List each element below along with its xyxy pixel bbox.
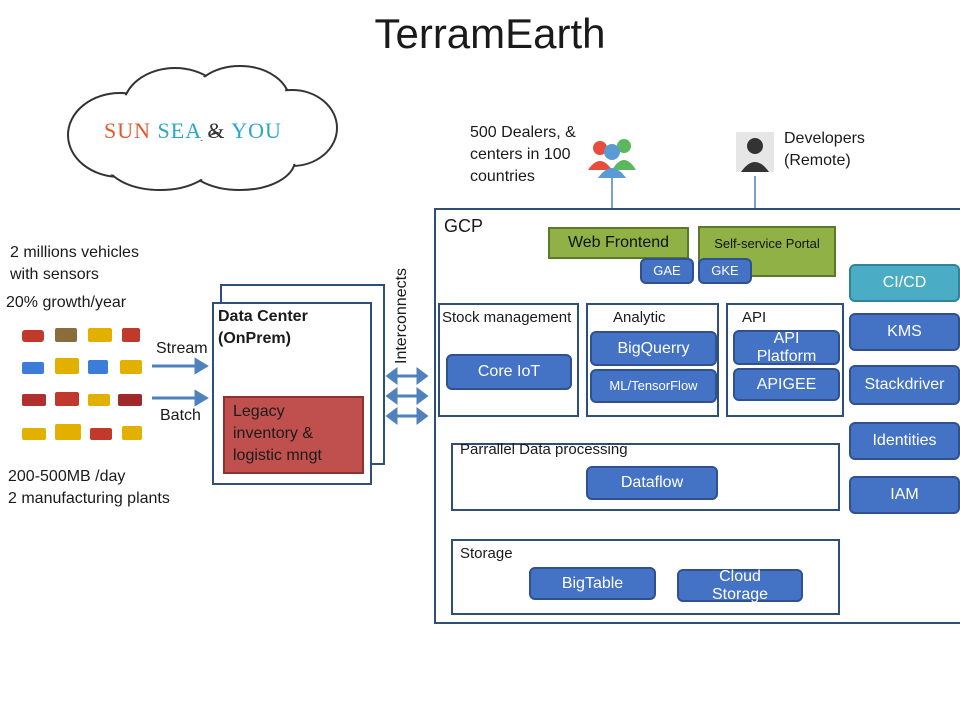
developers-text: Developers (Remote): [784, 128, 865, 172]
logo-word-sea: SEA: [157, 118, 201, 143]
datacenter-title: Data Center (OnPrem): [218, 306, 308, 350]
gae-badge: GAE: [640, 258, 694, 284]
dealers-line1: 500 Dealers, &: [470, 124, 576, 141]
apigee-box: APIGEE: [733, 368, 840, 401]
api-platform-box: API Platform: [733, 330, 840, 365]
batch-label: Batch: [160, 407, 201, 424]
page-title: TerramEarth: [374, 10, 606, 57]
dealers-line3: countries: [470, 168, 535, 185]
logo-ampersand: &: [207, 118, 226, 143]
parallel-processing-title: Parrallel Data processing: [460, 441, 628, 458]
gcp-label: GCP: [444, 216, 484, 236]
cicd-box: CI/CD: [849, 264, 960, 302]
logo-text: SUN SEA & YOU: [104, 118, 282, 144]
kms-box: KMS: [849, 313, 960, 351]
logo-word-you: YOU: [231, 118, 282, 143]
datacenter-title-line2: (OnPrem): [218, 330, 291, 347]
datacenter-box: Data Center (OnPrem) Legacy inventory & …: [212, 302, 372, 485]
analytic-title: Analytic: [613, 309, 666, 326]
vehicles-line2: with sensors: [10, 266, 99, 283]
dealers-text: 500 Dealers, & centers in 100 countries: [470, 122, 576, 188]
developers-line2: (Remote): [784, 152, 851, 169]
cloud-storage-line1: Cloud: [719, 567, 761, 585]
vehicle-icons: [22, 328, 142, 440]
developer-icon: [736, 132, 774, 172]
gke-badge: GKE: [698, 258, 752, 284]
ml-tensorflow-box: ML/TensorFlow: [590, 369, 717, 403]
cloud-storage-line2: Storage: [711, 585, 769, 603]
batch-arrow: [152, 389, 209, 407]
interconnect-arrows: [385, 367, 429, 425]
developers-line1: Developers: [784, 130, 865, 147]
cloud-storage-box: Cloud Storage: [677, 567, 803, 603]
logo-word-sun: SUN: [104, 118, 152, 143]
stock-management-title: Stock management: [442, 309, 572, 326]
vehicles-text: 2 millions vehicles with sensors: [10, 242, 139, 286]
people-icon: [588, 139, 636, 178]
data-line2: 2 manufacturing plants: [8, 490, 170, 507]
iam-box: IAM: [849, 476, 960, 514]
legacy-line1: Legacy: [233, 403, 285, 420]
identities-box: Identities: [849, 422, 960, 460]
storage-title: Storage: [460, 545, 513, 562]
api-title: API: [742, 309, 767, 326]
data-line1: 200-500MB /day: [8, 468, 126, 485]
api-platform-line2: Platform: [756, 347, 817, 365]
growth-text: 20% growth/year: [6, 294, 127, 311]
interconnects-label: Interconnects: [393, 267, 410, 364]
stream-arrow: [152, 357, 209, 375]
web-frontend-box: Web Frontend: [548, 227, 689, 259]
api-platform-line1: API: [773, 329, 800, 347]
bigquery-box: BigQuerry: [590, 331, 717, 366]
dealers-line2: centers in 100: [470, 146, 571, 163]
legacy-system-box: Legacy inventory & logistic mngt: [223, 396, 364, 474]
stream-label: Stream: [156, 340, 208, 357]
vehicles-line1: 2 millions vehicles: [10, 244, 139, 261]
datacenter-title-line1: Data Center: [218, 308, 308, 325]
data-volume-text: 200-500MB /day 2 manufacturing plants: [8, 466, 170, 510]
legacy-line3: logistic mngt: [233, 447, 322, 464]
bigtable-box: BigTable: [529, 567, 656, 600]
legacy-line2: inventory &: [233, 425, 314, 442]
stackdriver-box: Stackdriver: [849, 365, 960, 405]
core-iot-box: Core IoT: [446, 354, 572, 390]
dataflow-box: Dataflow: [586, 466, 718, 500]
